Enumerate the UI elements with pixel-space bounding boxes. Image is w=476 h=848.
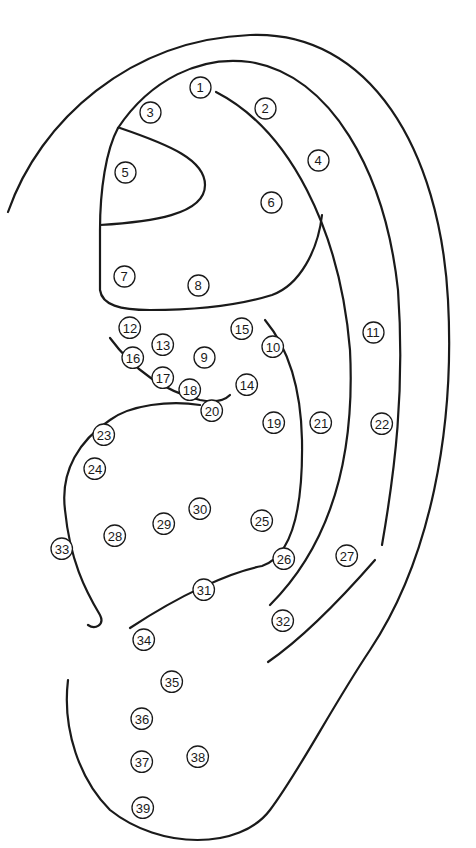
- callout-number: 32: [276, 615, 290, 628]
- callout-number: 13: [156, 339, 170, 352]
- callout-number: 2: [261, 102, 268, 115]
- callout-number: 26: [277, 553, 291, 566]
- callout-circle: 15: [230, 317, 253, 340]
- callout-circle: 13: [151, 333, 174, 356]
- callout-circle: 24: [83, 457, 106, 480]
- tragus-line: [64, 403, 200, 627]
- callout-number: 34: [137, 634, 151, 647]
- callout-circle: 4: [307, 149, 330, 172]
- callout-number: 5: [121, 166, 128, 179]
- callout-number: 23: [97, 429, 111, 442]
- callout-circle: 11: [362, 321, 385, 344]
- crus-line: [110, 338, 230, 401]
- callout-circle: 27: [335, 544, 358, 567]
- callout-number: 19: [267, 417, 281, 430]
- callout-number: 30: [193, 503, 207, 516]
- callout-number: 10: [266, 341, 280, 354]
- callout-circle: 28: [103, 524, 126, 547]
- callout-number: 18: [183, 384, 197, 397]
- callout-circle: 21: [309, 411, 332, 434]
- triangular-fossa-line: [100, 128, 205, 225]
- callout-circle: 31: [192, 578, 215, 601]
- callout-number: 22: [375, 418, 389, 431]
- callout-circle: 17: [151, 366, 174, 389]
- callout-circle: 7: [113, 265, 136, 288]
- callout-number: 4: [314, 154, 321, 167]
- callout-number: 36: [135, 713, 149, 726]
- callout-circle: 3: [139, 101, 162, 124]
- callout-number: 17: [156, 372, 170, 385]
- callout-number: 24: [88, 463, 102, 476]
- callout-circle: 29: [152, 512, 175, 535]
- callout-circle: 23: [92, 423, 115, 446]
- callout-number: 9: [200, 351, 207, 364]
- callout-circle: 25: [250, 509, 273, 532]
- callout-circle: 39: [131, 796, 154, 819]
- callout-number: 6: [267, 196, 274, 209]
- callout-number: 33: [55, 543, 69, 556]
- callout-circle: 8: [187, 274, 210, 297]
- callout-circle: 5: [114, 161, 137, 184]
- callout-circle: 37: [130, 750, 153, 773]
- callout-number: 12: [123, 322, 137, 335]
- callout-number: 38: [191, 751, 205, 764]
- callout-circle: 18: [178, 378, 201, 401]
- callout-circle: 30: [188, 497, 211, 520]
- callout-number: 29: [157, 518, 171, 531]
- callout-number: 15: [235, 323, 249, 336]
- callout-number: 37: [135, 756, 149, 769]
- callout-circle: 34: [132, 628, 155, 651]
- callout-number: 21: [314, 417, 328, 430]
- callout-number: 11: [366, 326, 380, 339]
- callout-circle: 9: [193, 346, 216, 369]
- callout-number: 25: [255, 515, 269, 528]
- callout-number: 7: [120, 270, 127, 283]
- concha-line: [130, 320, 302, 628]
- helix-inner-line: [118, 61, 400, 545]
- callout-circle: 38: [186, 745, 209, 768]
- callout-circle: 33: [50, 537, 73, 560]
- callout-number: 39: [136, 802, 150, 815]
- antihelix-crus-line: [100, 128, 322, 310]
- callout-number: 8: [194, 279, 201, 292]
- helix-lower-line: [268, 560, 375, 662]
- callout-circle: 36: [130, 707, 153, 730]
- callout-number: 1: [196, 81, 203, 94]
- callout-number: 3: [146, 106, 153, 119]
- callout-circle: 19: [262, 411, 285, 434]
- callout-number: 28: [108, 530, 122, 543]
- callout-circle: 20: [200, 399, 223, 422]
- callout-circle: 32: [271, 609, 294, 632]
- callout-circle: 16: [121, 346, 144, 369]
- callout-circle: 35: [160, 670, 183, 693]
- antihelix-line: [216, 92, 351, 605]
- callout-circle: 26: [272, 547, 295, 570]
- callout-number: 16: [126, 352, 140, 365]
- callout-number: 35: [165, 676, 179, 689]
- callout-circle: 2: [254, 97, 277, 120]
- callout-circle: 14: [235, 373, 258, 396]
- callout-number: 27: [340, 550, 354, 563]
- callout-circle: 1: [189, 76, 212, 99]
- callout-number: 31: [197, 584, 211, 597]
- callout-circle: 12: [118, 316, 141, 339]
- callout-number: 20: [205, 405, 219, 418]
- outer-helix: [8, 35, 449, 840]
- callout-circle: 22: [370, 412, 393, 435]
- callout-number: 14: [240, 379, 254, 392]
- callout-circle: 10: [261, 335, 284, 358]
- callout-circle: 6: [260, 191, 283, 214]
